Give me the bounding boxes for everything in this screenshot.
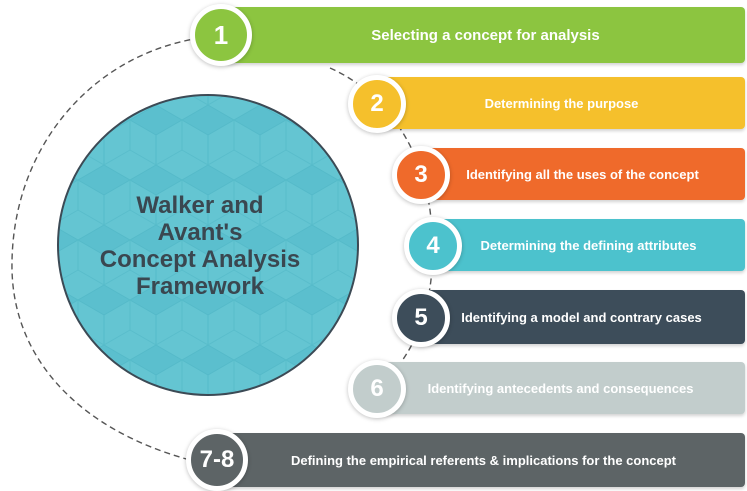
center-title-line: Framework <box>135 273 265 300</box>
step-number-1: 1 <box>213 19 229 50</box>
step-banner-6: Identifying antecedents and consequences <box>376 362 745 414</box>
step-number-4: 4 <box>426 232 440 259</box>
step-number-6: 6 <box>370 375 384 402</box>
step-banner-3: Identifying all the uses of the concept <box>420 148 745 200</box>
step-label-2: Determining the purpose <box>484 95 639 111</box>
step-banner-7-8: Defining the empirical referents & impli… <box>222 433 745 487</box>
step-label-6: Identifying antecedents and consequences <box>427 380 694 396</box>
step-badge-1: 1 <box>190 4 252 66</box>
step-badge-6: 6 <box>348 360 406 418</box>
center-circle-pattern <box>58 95 358 395</box>
step-badge-2: 2 <box>348 75 406 133</box>
step-label-4: Determining the defining attributes <box>480 237 697 253</box>
step-banner-4: Determining the defining attributes <box>432 219 745 271</box>
step-banner-5: Identifying a model and contrary cases <box>418 290 745 344</box>
step-number-3: 3 <box>414 161 428 188</box>
step-label-5: Identifying a model and contrary cases <box>461 309 702 325</box>
center-circle-outline <box>57 94 359 396</box>
step-number-2: 2 <box>370 90 384 117</box>
step-label-1: Selecting a concept for analysis <box>371 26 600 44</box>
step-banner-2: Determining the purpose <box>378 77 745 129</box>
step-number-5: 5 <box>414 304 428 331</box>
step-banner-1: Selecting a concept for analysis <box>226 7 745 63</box>
center-title-line: Concept Analysis <box>99 246 301 273</box>
center-title-line: Walker and <box>136 192 264 219</box>
step-badge-3: 3 <box>392 146 450 204</box>
step-number-7-8: 7-8 <box>199 446 235 473</box>
step-label-3: Identifying all the uses of the concept <box>466 166 699 182</box>
center-title-line: Avant's <box>157 219 243 246</box>
step-badge-5: 5 <box>392 289 450 347</box>
step-label-7-8: Defining the empirical referents & impli… <box>290 452 677 468</box>
dashed-connector-arc <box>11 37 201 461</box>
step-badge-7-8: 7-8 <box>186 429 248 491</box>
center-title: Walker and Avant's Concept Analysis Fram… <box>95 192 305 300</box>
step-badge-4: 4 <box>404 217 462 275</box>
